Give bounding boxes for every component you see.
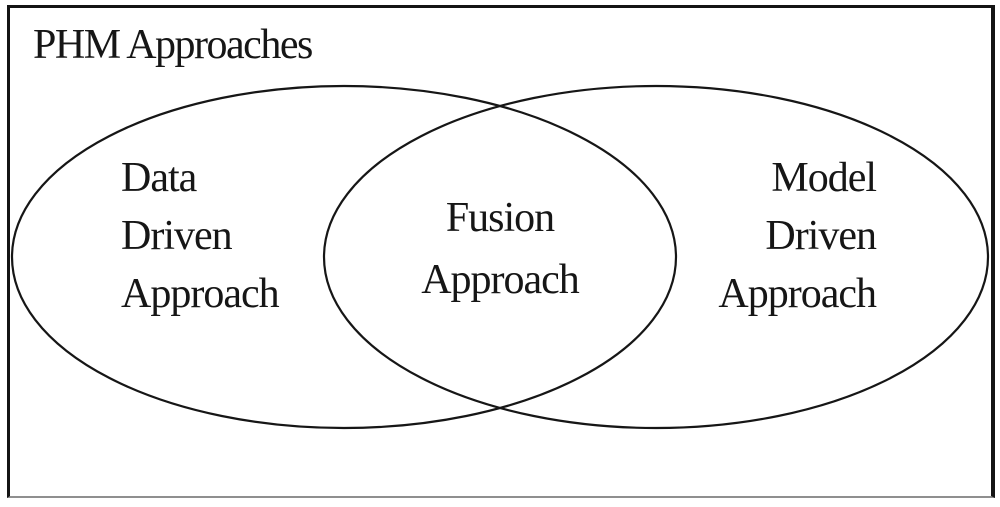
label-line: Fusion: [445, 195, 555, 241]
diagram-frame: [7, 5, 995, 498]
data-driven-ellipse: [10, 84, 678, 430]
label-line: Driven: [121, 213, 233, 259]
label-line: Approach: [421, 257, 580, 303]
label-line: Approach: [718, 271, 877, 317]
label-data-driven-approach: Data Driven Approach: [121, 149, 280, 323]
label-line: Driven: [765, 213, 877, 259]
label-line: Approach: [121, 271, 280, 317]
label-line: Model: [771, 155, 877, 201]
diagram-title: PHM Approaches: [33, 22, 313, 68]
label-fusion-approach: Fusion Approach: [350, 187, 650, 311]
label-line: Data: [121, 155, 197, 201]
model-driven-ellipse: [322, 84, 990, 430]
label-model-driven-approach: Model Driven Approach: [718, 149, 877, 323]
